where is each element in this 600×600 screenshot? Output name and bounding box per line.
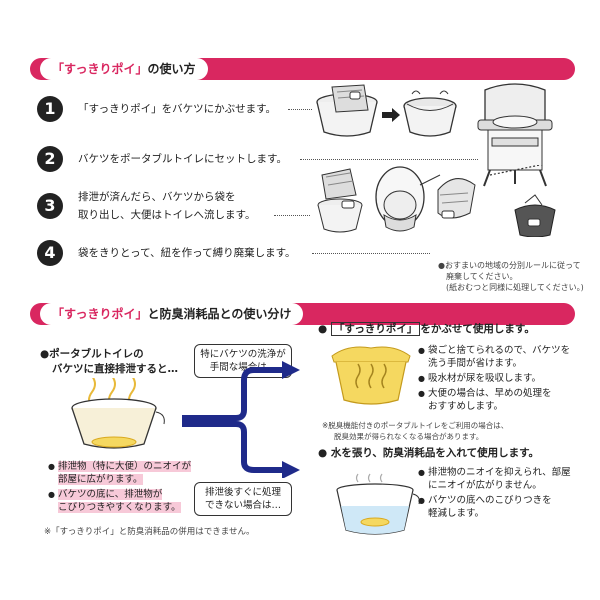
- section1-title: 「すっきりポイ」の使い方: [40, 58, 208, 80]
- step-3-leader: [274, 215, 310, 216]
- step-2-leader: [300, 159, 478, 160]
- bucket-with-water-illustration: [330, 470, 420, 538]
- right-bottom-heading: ● 水を張り、防臭消耗品を入れて使用します。: [318, 447, 540, 459]
- middle-bottom-box: 排泄後すぐに処理できない場合は…: [194, 482, 292, 516]
- section2-title-brand: 「すっきりポイ」: [52, 307, 148, 321]
- step-1-leader: [288, 109, 312, 110]
- section1-title-rest: の使い方: [147, 62, 196, 76]
- footer-note: ※「すっきりポイ」と防臭消耗品の併用はできません。: [44, 527, 255, 537]
- section1-title-brand: 「すっきりポイ」: [52, 62, 148, 76]
- section2-title-rest: と防臭消耗品との使い分け: [147, 307, 292, 321]
- bucket-direct-illustration: [62, 378, 172, 452]
- section1-banner: 「すっきりポイ」の使い方: [30, 58, 575, 80]
- step-4-leader: [312, 253, 430, 254]
- step-3-line2: 取り出し、大便はトイレへ流します。: [78, 209, 256, 221]
- section2-banner: 「すっきりポイ」と防臭消耗品との使い分け: [30, 303, 575, 325]
- bucket-with-bag-illustration: [328, 340, 414, 410]
- step-4-number: 4: [37, 240, 63, 266]
- disposal-note-line2: 廃棄してください。: [446, 272, 518, 281]
- disposal-note-line3: (紙おむつと同様に処理してください。): [446, 283, 584, 292]
- step-2-number: 2: [37, 146, 63, 172]
- right-top-heading: ● 「すっきりポイ」をかぶせて使用します。: [318, 322, 535, 336]
- step-3-number: 3: [37, 193, 63, 219]
- portable-toilet-illustration: [470, 80, 560, 190]
- step-1-number: 1: [37, 96, 63, 122]
- step-4-text: 袋をきりとって、紐を作って縛り廃棄します。: [78, 247, 296, 259]
- step-1-illustration: [312, 82, 462, 142]
- step-3-illustration: [310, 165, 560, 237]
- step-2-text: バケツをポータブルトイレにセットします。: [78, 153, 287, 165]
- deodorizer-note-line2: 脱臭効果が得られなくなる場合があります。: [334, 432, 484, 441]
- step-1-text: 「すっきりポイ」をバケツにかぶせます。: [78, 103, 277, 115]
- left-heading-line2: バケツに直接排泄すると…: [52, 363, 178, 375]
- right-top-benefit-2: 吸水材が尿を吸収します。: [418, 372, 570, 385]
- section2-title: 「すっきりポイ」と防臭消耗品との使い分け: [40, 303, 304, 325]
- branch-arrows: [178, 358, 310, 478]
- step-3-line1: 排泄が済んだら、バケツから袋を: [78, 191, 236, 203]
- deodorizer-note-line1: ※脱臭機能付きのポータブルトイレをご利用の場合は、: [322, 421, 509, 430]
- disposal-note-line1: ●おすまいの地域の分別ルールに従って: [438, 261, 581, 270]
- left-heading-line1: ●ポータブルトイレの: [40, 348, 144, 360]
